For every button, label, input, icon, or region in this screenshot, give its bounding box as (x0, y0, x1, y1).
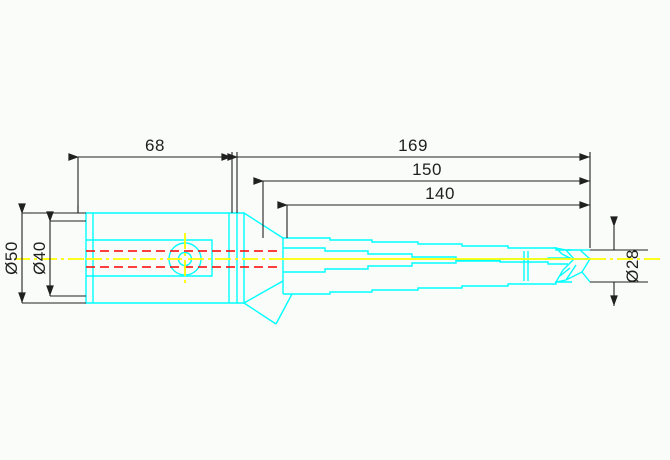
center-lines (14, 233, 660, 285)
central-insert-edge (565, 264, 577, 281)
tip-bottom-edge (581, 271, 591, 283)
dim-text-d28: Ø28 (623, 249, 642, 283)
body-top-outline (283, 237, 572, 251)
dim-text-d50: Ø50 (2, 241, 21, 275)
dimension-layer (18, 152, 648, 306)
taper-lower-extension (243, 302, 277, 325)
dim-text-d40: Ø40 (30, 241, 49, 275)
dimension-d50 (18, 203, 86, 304)
taper-lower-edge (243, 280, 284, 304)
dimension-d40 (46, 211, 86, 297)
dimension-68 (68, 152, 233, 213)
shank-flat-slot (86, 239, 213, 277)
dim-text-140: 140 (425, 184, 455, 203)
flange-face (237, 212, 245, 304)
dimension-169 (227, 152, 591, 248)
dim-text-68: 68 (145, 136, 165, 155)
coolant-channels (86, 250, 277, 268)
body-bottom-outline (283, 281, 572, 295)
dimension-150 (253, 177, 590, 238)
dimension-140 (277, 201, 590, 238)
body-upper-flute-line (283, 247, 568, 265)
central-insert-chip-face (559, 267, 571, 277)
peripheral-insert-edge (565, 249, 575, 260)
dimension-text-layer: 68 169 150 140 Ø50 Ø40 Ø28 (2, 136, 642, 283)
taper-lower-return (275, 293, 293, 325)
dim-text-169: 169 (398, 136, 428, 155)
dimension-d28 (590, 216, 648, 306)
dim-text-150: 150 (412, 160, 442, 179)
